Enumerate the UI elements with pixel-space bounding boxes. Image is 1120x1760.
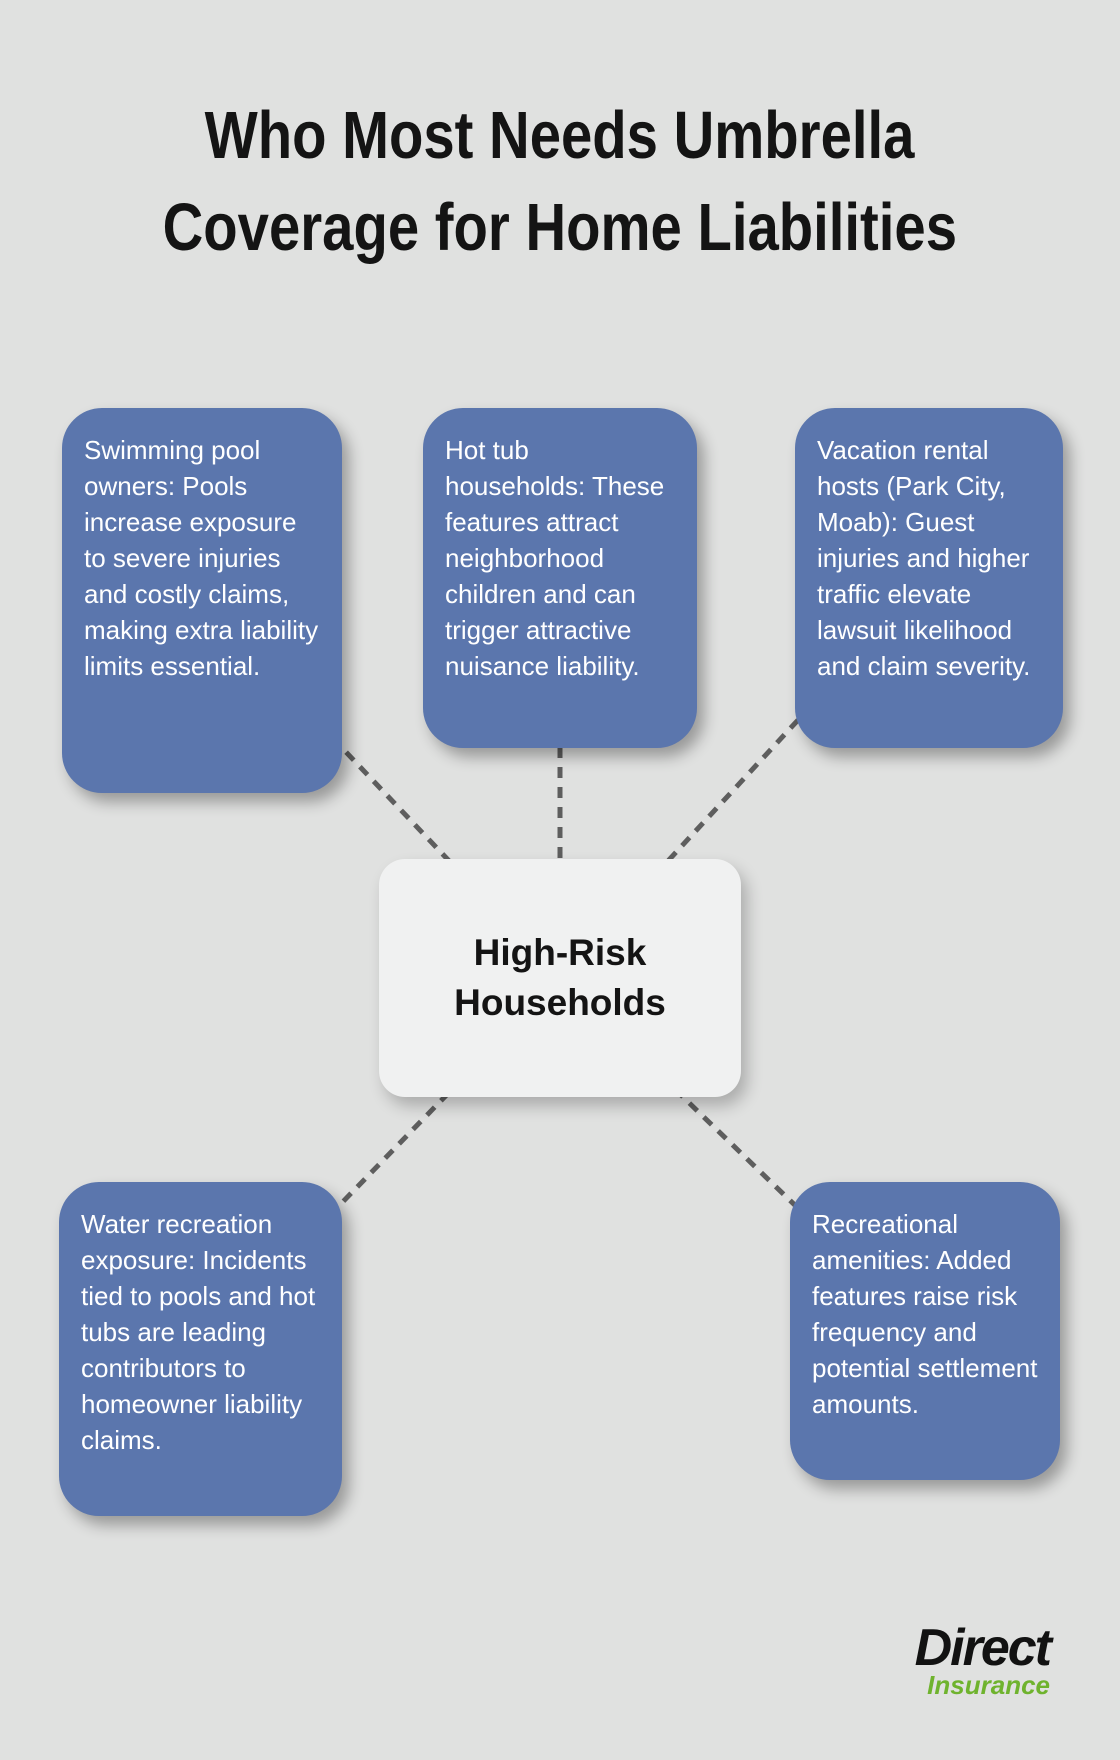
node-recreational-amenities-text: Recreational amenities: Added features r…: [812, 1209, 1038, 1419]
brand-logo: Direct Insurance: [914, 1619, 1052, 1700]
node-high-risk-households: High-Risk Households: [379, 859, 741, 1097]
center-node-label: High-Risk Households: [454, 932, 666, 1023]
node-hot-tub-households-text: Hot tub households: These features attra…: [445, 435, 665, 681]
brand-logo-direct: Direct: [914, 1619, 1052, 1677]
node-vacation-rental-hosts-text: Vacation rental hosts (Park City, Moab):…: [817, 435, 1031, 681]
page-title: Who Most Needs Umbrella Coverage for Hom…: [0, 90, 1120, 274]
page-title-line-2: Coverage for Home Liabilities: [162, 190, 958, 265]
node-water-recreation-exposure: Water recreation exposure: Incidents tie…: [59, 1182, 342, 1516]
node-recreational-amenities: Recreational amenities: Added features r…: [790, 1182, 1060, 1480]
node-swimming-pool-owners: Swimming pool owners: Pools increase exp…: [62, 408, 342, 793]
brand-logo-insurance: Insurance: [927, 1670, 1050, 1700]
node-swimming-pool-owners-text: Swimming pool owners: Pools increase exp…: [84, 435, 319, 681]
node-water-recreation-exposure-text: Water recreation exposure: Incidents tie…: [81, 1209, 316, 1455]
node-vacation-rental-hosts: Vacation rental hosts (Park City, Moab):…: [795, 408, 1063, 748]
node-hot-tub-households: Hot tub households: These features attra…: [423, 408, 697, 748]
page-title-line-1: Who Most Needs Umbrella: [205, 98, 915, 173]
